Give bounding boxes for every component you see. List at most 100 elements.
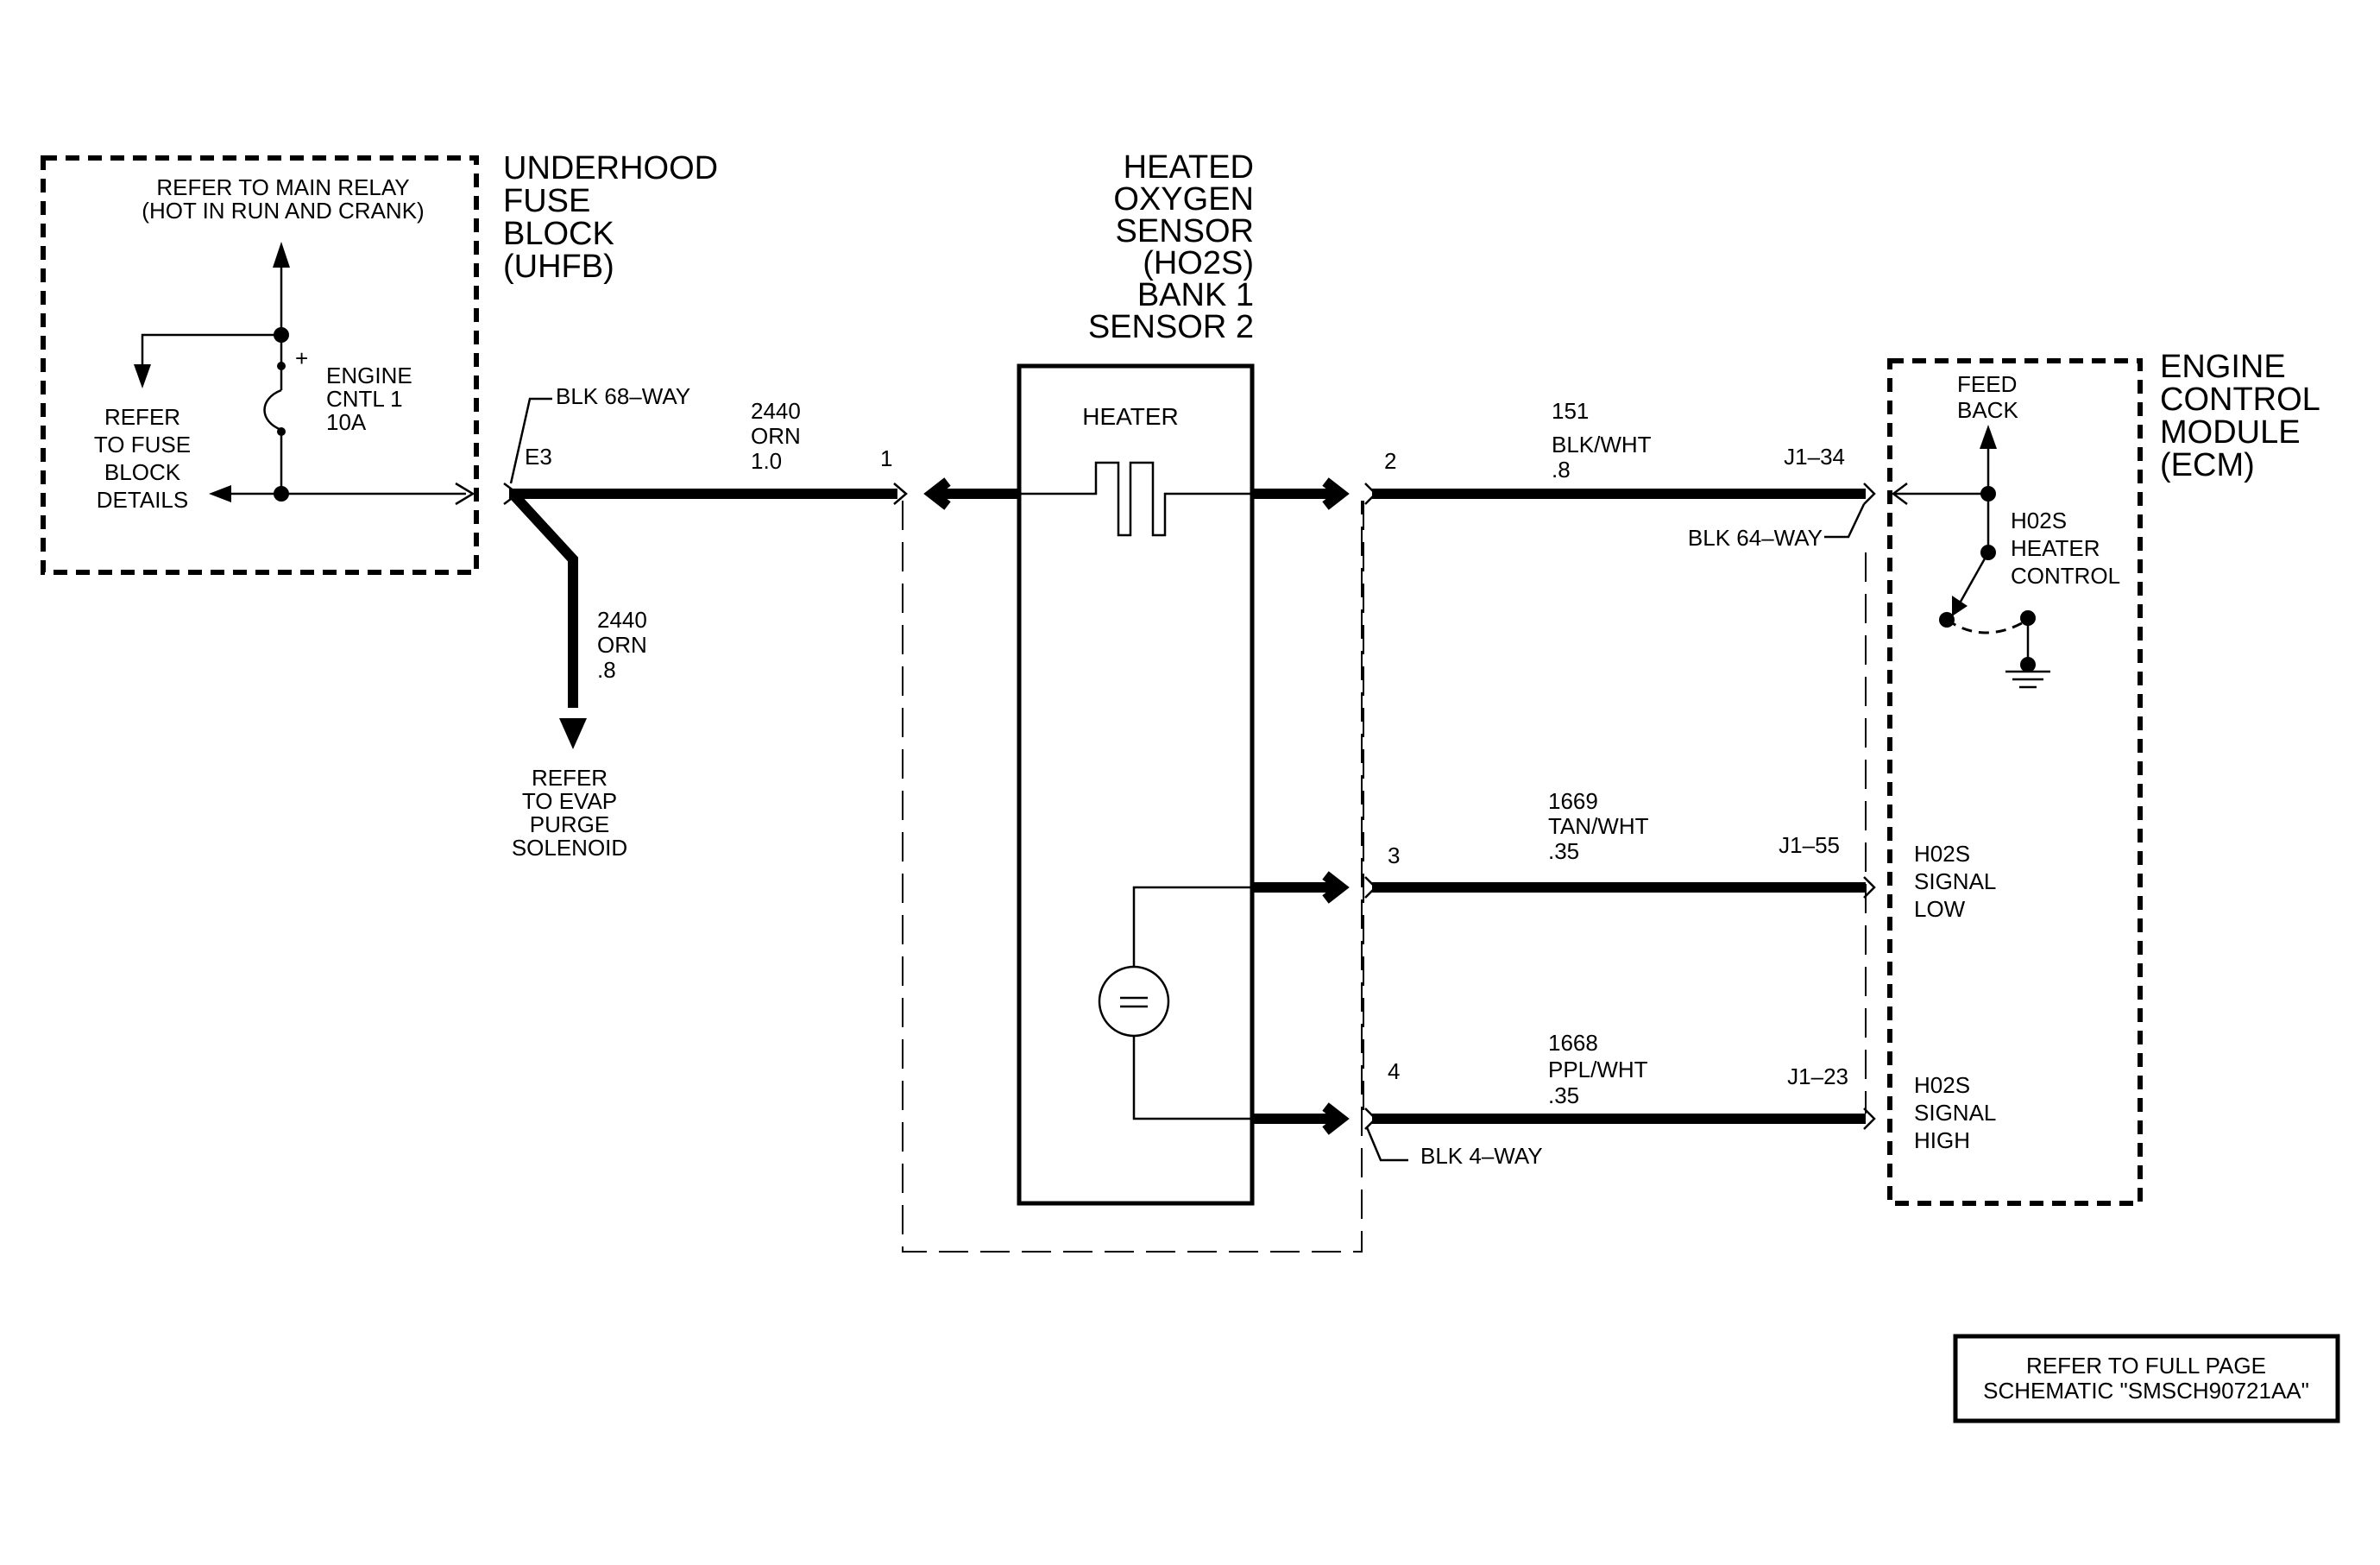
- wire-2440-branch-size: .8: [597, 657, 616, 683]
- ecm-input-arrow-icon: [1891, 483, 1908, 505]
- uhfb-title-line-1: UNDERHOOD: [503, 150, 718, 186]
- h2os-signal-low-arrow-icon: [1322, 871, 1350, 904]
- wire-2440-branch-section: 2440 ORN .8 REFER TO EVAP PURGE SOLENOID: [508, 489, 647, 861]
- wire-2440-main-dest-pin: 1: [880, 445, 892, 471]
- wire-1669-right-terminal-icon: [1863, 876, 1876, 899]
- wire-1668-right-terminal-icon: [1863, 1107, 1876, 1130]
- ecm-title-line-2: CONTROL: [2160, 382, 2320, 418]
- ecm-feedback-arrow-up-icon: [1980, 425, 1997, 449]
- ecm-feedback-line-2: BACK: [1957, 397, 2018, 423]
- fuse-block-ref-line-2: TO FUSE: [94, 432, 191, 458]
- wire-1669-pin: 3: [1388, 842, 1400, 868]
- ecm-switch-arm: [1955, 552, 1990, 609]
- connector-68-leader: [509, 397, 552, 484]
- evap-ref-line-4: SOLENOID: [512, 835, 627, 861]
- fuse-block-ref-line-1: REFER: [104, 404, 180, 430]
- fuse-label-line-3: 10A: [326, 409, 367, 435]
- h2os-signal-high-arrow-icon: [1322, 1102, 1350, 1135]
- fuse-bottom-dot: [277, 427, 286, 436]
- fuse-polarity: +: [295, 345, 308, 371]
- h2os-title-line-3: SENSOR: [1116, 213, 1254, 249]
- ecm-signal-high-line-2: SIGNAL: [1914, 1100, 1996, 1126]
- h2os-pin-1-terminal-icon: [893, 483, 908, 505]
- ecm-signal-low-line-1: H02S: [1914, 841, 1970, 867]
- fuse-label-line-2: CNTL 1: [326, 386, 403, 412]
- evap-arrow-down-icon: [559, 718, 587, 749]
- wire-2440-main-section: 2440 ORN 1.0 1: [509, 398, 908, 505]
- fuse-top-dot: [277, 362, 286, 370]
- connector-68-section: BLK 68–WAY E3: [503, 383, 690, 505]
- ecm-heater-control-line-2: HEATER: [2011, 535, 2100, 561]
- h2os-body: [1017, 363, 1255, 1206]
- wire-1669-circuit: 1669: [1548, 788, 1598, 814]
- uhfb-title-line-3: BLOCK: [503, 216, 614, 252]
- schematic-ref-line-2: SCHEMATIC "SMSCH90721AA": [1983, 1378, 2309, 1404]
- connector-68-label: BLK 68–WAY: [556, 383, 690, 409]
- wire-2440-branch: [508, 489, 578, 708]
- h2os-title-line-1: HEATED: [1124, 149, 1254, 186]
- connector-64-leader: [1824, 503, 1866, 539]
- main-relay-ref-line-2: (HOT IN RUN AND CRANK): [142, 198, 424, 224]
- connector-4-label: BLK 4–WAY: [1420, 1143, 1543, 1169]
- wire-2440-main-circuit: 2440: [751, 398, 801, 424]
- evap-ref-line-1: REFER: [532, 765, 608, 791]
- schematic-ref-box: [1953, 1334, 2340, 1423]
- wire-1668-ecm-pin: J1–23: [1787, 1063, 1848, 1089]
- ecm-section: ENGINE CONTROL MODULE (ECM) FEED BACK H0…: [1887, 349, 2320, 1206]
- uhfb-output-arrow-icon: [455, 482, 475, 506]
- wire-2440-main-size: 1.0: [751, 448, 782, 474]
- wire-151-ecm-pin: J1–34: [1784, 444, 1845, 470]
- ecm-switch-arrow-icon: [1952, 596, 1968, 616]
- relay-arrow-up-icon: [273, 242, 290, 268]
- h2os-connector-outline: [902, 501, 1363, 1253]
- uhfb-dashed-box: [41, 155, 479, 575]
- connector-64-label: BLK 64–WAY: [1688, 525, 1823, 551]
- connector-4-leader: [1365, 1126, 1408, 1162]
- fuse-block-arrow-left-icon: [209, 485, 231, 502]
- main-relay-ref-line-1: REFER TO MAIN RELAY: [156, 174, 409, 200]
- fuse-block-arrow-down-icon: [134, 364, 151, 388]
- sensor-element-icon: [1098, 965, 1170, 1038]
- harness-section: 2 151 BLK/WHT .8 J1–34 BLK 64–WAY 3 1669…: [1363, 398, 1876, 1169]
- ecm-signal-low-line-2: SIGNAL: [1914, 868, 1996, 894]
- ecm-title-line-1: ENGINE: [2160, 349, 2286, 385]
- wire-1668-pin: 4: [1388, 1058, 1400, 1084]
- wire-151-right-terminal-icon: [1863, 483, 1876, 505]
- schematic-ref-line-1: REFER TO FULL PAGE: [2026, 1353, 2266, 1379]
- ecm-title-line-4: (ECM): [2160, 447, 2255, 483]
- wire-2440-branch-circuit: 2440: [597, 607, 647, 633]
- wire-151-circuit: 151: [1552, 398, 1589, 424]
- sensor-element-top-lead: [1132, 886, 1252, 967]
- wire-1668-circuit: 1668: [1548, 1030, 1598, 1056]
- h2os-title-line-2: OXYGEN: [1113, 181, 1254, 218]
- ecm-ground-dot: [2020, 657, 2036, 672]
- ecm-signal-high-line-3: HIGH: [1914, 1127, 1970, 1153]
- evap-ref-line-3: PURGE: [530, 811, 609, 837]
- uhfb-section: UNDERHOOD FUSE BLOCK (UHFB) REFER TO MAI…: [41, 150, 718, 575]
- fuse-label-line-1: ENGINE: [326, 363, 412, 388]
- fuse-block-ref-line-3: BLOCK: [104, 459, 181, 485]
- ecm-heater-control-line-1: H02S: [2011, 508, 2067, 533]
- h2os-title-line-4: (HO2S): [1143, 245, 1254, 281]
- uhfb-title-line-2: FUSE: [503, 183, 590, 219]
- ecm-signal-high-line-1: H02S: [1914, 1072, 1970, 1098]
- wire-1668-color: PPL/WHT: [1548, 1057, 1648, 1082]
- sensor-element-bottom-lead: [1132, 1036, 1252, 1120]
- ecm-feedback-line-1: FEED: [1957, 371, 2017, 397]
- schematic-ref-section: REFER TO FULL PAGE SCHEMATIC "SMSCH90721…: [1953, 1334, 2340, 1423]
- wire-151-pin: 2: [1384, 448, 1396, 474]
- wire-2440-branch-color: ORN: [597, 632, 647, 658]
- ecm-switch-dashed-link: [1946, 618, 2029, 634]
- fuse-icon: [263, 388, 282, 432]
- ecm-title-line-3: MODULE: [2160, 414, 2301, 451]
- wire-2440-main-color: ORN: [751, 423, 801, 449]
- h2os-section: HEATED OXYGEN SENSOR (HO2S) BANK 1 SENSO…: [902, 149, 1363, 1253]
- uhfb-title-line-4: (UHFB): [503, 249, 614, 285]
- ecm-heater-control-line-3: CONTROL: [2011, 563, 2120, 589]
- evap-ref-line-2: TO EVAP: [522, 788, 617, 814]
- heater-arrow-right-icon: [1322, 477, 1350, 510]
- wire-1668-size: .35: [1548, 1082, 1579, 1108]
- heater-arrow-left-icon: [923, 477, 951, 510]
- connector-68-pin: E3: [525, 444, 552, 470]
